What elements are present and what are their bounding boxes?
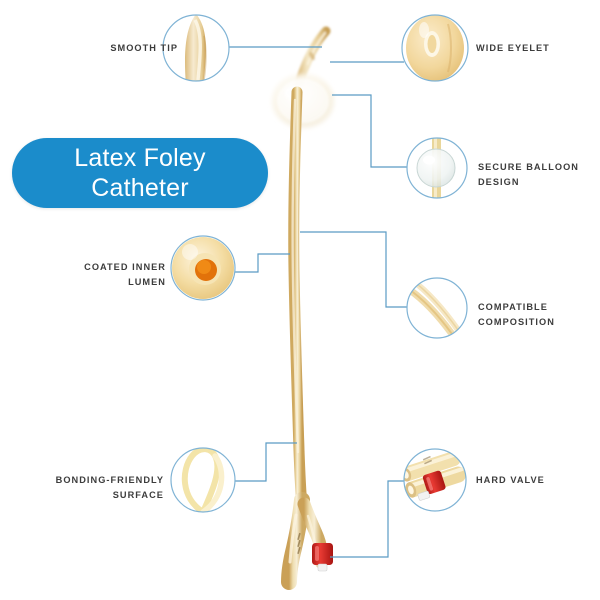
callout-circle-coated-lumen: [170, 235, 236, 301]
callout-circle-secure-balloon: [406, 137, 468, 199]
callout-circle-hard-valve: [403, 448, 467, 512]
callout-label-hard-valve: HARD VALVE: [476, 475, 545, 485]
catheter-shaft: [288, 86, 308, 514]
callout-circle-bonding-surface: [170, 447, 236, 513]
callout-label-wide-eyelet: WIDE EYELET: [476, 43, 550, 53]
leader-bonding-surface: [232, 442, 297, 482]
catheter-funnel: [281, 492, 333, 590]
callout-label-smooth-tip: SMOOTH TIP: [110, 43, 178, 53]
callout-label-bonding-surface: BONDING-FRIENDLY SURFACE: [55, 475, 164, 500]
catheter-balloon: [272, 74, 334, 128]
hard-valve-element: [312, 543, 333, 572]
callout-label-coated-lumen: COATED INNER LUMEN: [84, 262, 166, 287]
callout-label-secure-balloon: SECURE BALLOON DESIGN: [478, 162, 579, 187]
callout-circle-wide-eyelet: [401, 14, 469, 82]
product-title-line2: Catheter: [91, 174, 189, 202]
product-title-line1: Latex Foley: [74, 144, 206, 172]
callout-circle-smooth-tip: [162, 14, 230, 82]
product-title-text: Latex Foley Catheter: [60, 143, 219, 203]
leader-coated-lumen: [232, 253, 290, 273]
leader-hard-valve: [330, 480, 406, 558]
callout-circle-compatible-composition: [406, 277, 468, 339]
catheter-markings: [297, 532, 301, 555]
leader-compatible-composition: [300, 231, 408, 308]
leader-secure-balloon: [332, 94, 409, 168]
product-title-badge: Latex Foley Catheter: [12, 138, 268, 208]
callout-label-compatible-composition: COMPATIBLE COMPOSITION: [478, 302, 555, 327]
